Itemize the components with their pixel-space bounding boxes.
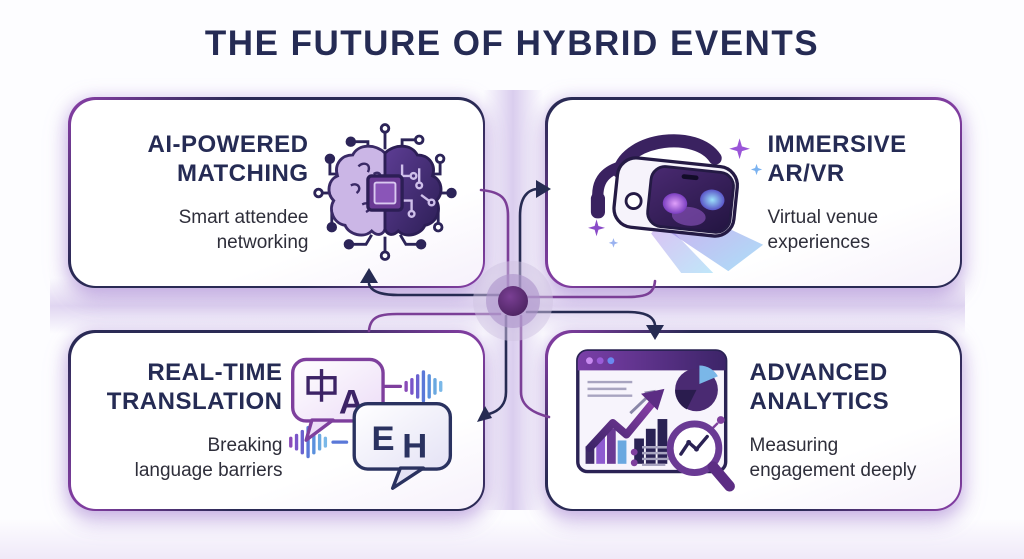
card-title-immersive-ar-vr: IMMERSIVE AR/VR xyxy=(768,130,938,189)
card-subtitle-advanced-analytics: Measuring engagement deeply xyxy=(750,433,938,483)
card-title-line: AI-POWERED xyxy=(147,131,309,159)
card-ai-powered-matching: AI-POWERED MATCHING Smart attendee netwo… xyxy=(68,97,485,288)
card-subtitle-line: experiences xyxy=(767,231,870,253)
card-title-line: TRANSLATION xyxy=(106,388,283,416)
card-title-line: IMMERSIVE xyxy=(767,131,907,159)
card-title-line: ANALYTICS xyxy=(749,388,890,416)
card-title-advanced-analytics: ADVANCED ANALYTICS xyxy=(750,358,938,417)
card-title-real-time-translation: REAL-TIME TRANSLATION xyxy=(93,358,283,417)
latin-e-glyph: E xyxy=(371,420,394,458)
card-subtitle-real-time-translation: Breaking language barriers xyxy=(93,433,283,483)
card-advanced-analytics: ADVANCED ANALYTICS Measuring engagement … xyxy=(545,330,962,511)
latin-h-glyph: H xyxy=(402,428,427,466)
card-subtitle-line: Measuring xyxy=(749,434,839,456)
card-subtitle-immersive-ar-vr: Virtual venue experiences xyxy=(768,205,938,255)
zh-character-glyph xyxy=(305,369,337,402)
card-subtitle-line: language barriers xyxy=(134,459,283,481)
brain-circuit-icon xyxy=(312,122,457,261)
bottom-vignette xyxy=(0,519,1024,559)
card-subtitle-line: engagement deeply xyxy=(749,459,917,481)
card-title-ai-powered-matching: AI-POWERED MATCHING xyxy=(93,130,309,189)
card-subtitle-line: Virtual venue xyxy=(767,206,879,228)
card-subtitle-line: Smart attendee xyxy=(178,206,309,228)
card-title-line: AR/VR xyxy=(767,160,845,188)
card-immersive-ar-vr: IMMERSIVE AR/VR Virtual venue experience… xyxy=(545,97,962,288)
card-real-time-translation: REAL-TIME TRANSLATION Breaking language … xyxy=(68,330,485,511)
translation-bubbles-icon: A E H xyxy=(288,357,452,490)
card-title-line: REAL-TIME xyxy=(147,359,283,387)
card-subtitle-line: networking xyxy=(216,231,309,253)
analytics-dashboard-icon xyxy=(575,348,735,492)
card-subtitle-line: Breaking xyxy=(207,434,283,456)
card-title-line: MATCHING xyxy=(176,160,309,188)
vr-headset-icon xyxy=(587,133,763,273)
card-title-line: ADVANCED xyxy=(749,359,888,387)
card-subtitle-ai-powered-matching: Smart attendee networking xyxy=(93,205,309,255)
page-title: THE FUTURE OF HYBRID EVENTS xyxy=(204,24,820,63)
